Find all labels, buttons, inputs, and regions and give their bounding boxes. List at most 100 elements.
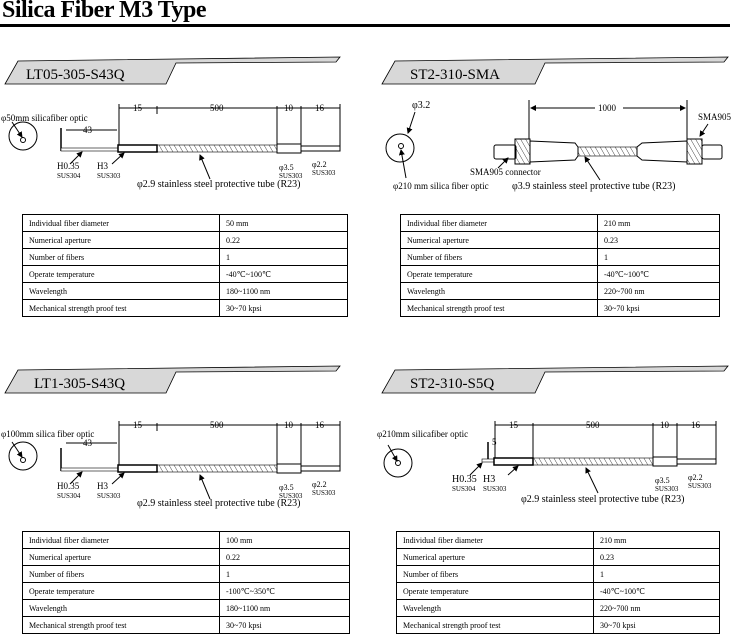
model-label: LT1-305-S43Q: [34, 376, 125, 392]
svg-text:φ210mm silicafiber optic: φ210mm silicafiber optic: [377, 429, 468, 439]
svg-text:SUS303: SUS303: [312, 489, 336, 497]
svg-text:H0.35: H0.35: [57, 161, 80, 171]
spec-label: Numerical aperture: [400, 231, 598, 249]
probe-diagram-3: φ100mm silica fiber optic 43 15 500 10 1…: [1, 420, 341, 509]
cross-section-icon: [385, 133, 415, 163]
section-header-4: ST2-310-S5Q: [381, 365, 729, 394]
spec-label: Number of fibers: [22, 248, 220, 266]
svg-text:φ100mm silica fiber optic: φ100mm silica fiber optic: [1, 429, 94, 439]
svg-text:10: 10: [284, 103, 294, 113]
model-label: LT05-305-S43Q: [26, 67, 125, 83]
svg-text:SUS303: SUS303: [483, 485, 507, 493]
spec-label: Numerical aperture: [22, 548, 220, 566]
cross-section-icon: [8, 121, 38, 151]
spec-value: 30~70 kpsi: [219, 616, 350, 634]
svg-text:500: 500: [210, 420, 224, 430]
spec-row: Operate temperature-40℃~100℃: [400, 265, 720, 283]
svg-text:500: 500: [210, 103, 224, 113]
spec-value: 1: [593, 565, 720, 583]
spec-label: Mechanical strength proof test: [22, 299, 220, 317]
svg-text:H3: H3: [97, 161, 108, 171]
page-title: Silica Fiber M3 Type: [2, 0, 207, 23]
spec-value: -40℃~100℃: [593, 582, 720, 600]
spec-label: Individual fiber diameter: [396, 531, 594, 549]
spec-value: 30~70 kpsi: [219, 299, 348, 317]
spec-value: -40℃~100℃: [219, 265, 348, 283]
probe-diagram-1: φ50mm silicafiber optic 43 15 500 10 16 …: [1, 103, 341, 190]
spec-value: 210 mm: [593, 531, 720, 549]
spec-value: -40℃~100℃: [597, 265, 720, 283]
spec-value: 0.22: [219, 548, 350, 566]
spec-label: Wavelength: [396, 599, 594, 617]
spec-label: Number of fibers: [396, 565, 594, 583]
model-label: ST2-310-SMA: [410, 67, 500, 83]
svg-text:H3: H3: [97, 481, 108, 491]
spec-label: Operate temperature: [400, 265, 598, 283]
svg-text:φ3.5: φ3.5: [655, 476, 670, 485]
spec-label: Wavelength: [400, 282, 598, 300]
svg-text:SMA905: SMA905: [698, 112, 732, 122]
title-rule: [0, 24, 730, 27]
spec-value: 0.23: [593, 548, 720, 566]
svg-text:φ2.2: φ2.2: [688, 473, 703, 482]
svg-text:H3: H3: [483, 474, 495, 485]
spec-value: 50 mm: [219, 214, 348, 232]
svg-text:φ3.2: φ3.2: [412, 100, 430, 111]
spec-label: Operate temperature: [22, 265, 220, 283]
spec-value: -100℃~350℃: [219, 582, 350, 600]
spec-value: 180~1100 nm: [219, 599, 350, 617]
svg-text:SUS303: SUS303: [97, 492, 121, 500]
svg-text:SUS303: SUS303: [279, 492, 303, 500]
svg-text:φ2.9 stainless steel protectiv: φ2.9 stainless steel protective tube (R2…: [137, 179, 301, 190]
svg-text:φ210 mm silica fiber optic: φ210 mm silica fiber optic: [393, 181, 489, 191]
spec-label: Wavelength: [22, 282, 220, 300]
spec-value: 1: [219, 565, 350, 583]
probe-diagram-4: φ210mm silicafiber optic 5 15 500 10 16 …: [377, 420, 717, 505]
spec-label: Mechanical strength proof test: [396, 616, 594, 634]
spec-label: Mechanical strength proof test: [400, 299, 598, 317]
svg-text:43: 43: [83, 125, 93, 135]
svg-text:φ2.9 stainless steel protectiv: φ2.9 stainless steel protective tube (R2…: [137, 498, 301, 509]
svg-text:SUS304: SUS304: [452, 485, 476, 493]
svg-text:φ3.9 stainless steel protectiv: φ3.9 stainless steel protective tube (R2…: [512, 181, 676, 192]
spec-value: 210 mm: [597, 214, 720, 232]
svg-text:SUS303: SUS303: [279, 172, 303, 180]
spec-value: 30~70 kpsi: [597, 299, 720, 317]
spec-label: Individual fiber diameter: [22, 531, 220, 549]
sma-cable-diagram: φ3.2 φ210 mm silica fiber optic 1000 SMA…: [385, 100, 732, 192]
svg-text:15: 15: [509, 420, 519, 430]
spec-label: Number of fibers: [400, 248, 598, 266]
spec-row: Operate temperature-40℃~100℃: [22, 265, 348, 283]
spec-label: Wavelength: [22, 599, 220, 617]
svg-text:15: 15: [133, 103, 143, 113]
spec-value: 1: [597, 248, 720, 266]
svg-text:SUS303: SUS303: [688, 482, 712, 490]
svg-text:15: 15: [133, 420, 143, 430]
svg-text:16: 16: [315, 420, 325, 430]
svg-text:10: 10: [284, 420, 294, 430]
svg-text:H0.35: H0.35: [452, 474, 477, 485]
svg-text:43: 43: [83, 438, 93, 448]
svg-text:1000: 1000: [598, 103, 617, 113]
spec-row: Operate temperature-40℃~100℃: [396, 582, 720, 600]
spec-label: Mechanical strength proof test: [22, 616, 220, 634]
spec-label: Numerical aperture: [22, 231, 220, 249]
